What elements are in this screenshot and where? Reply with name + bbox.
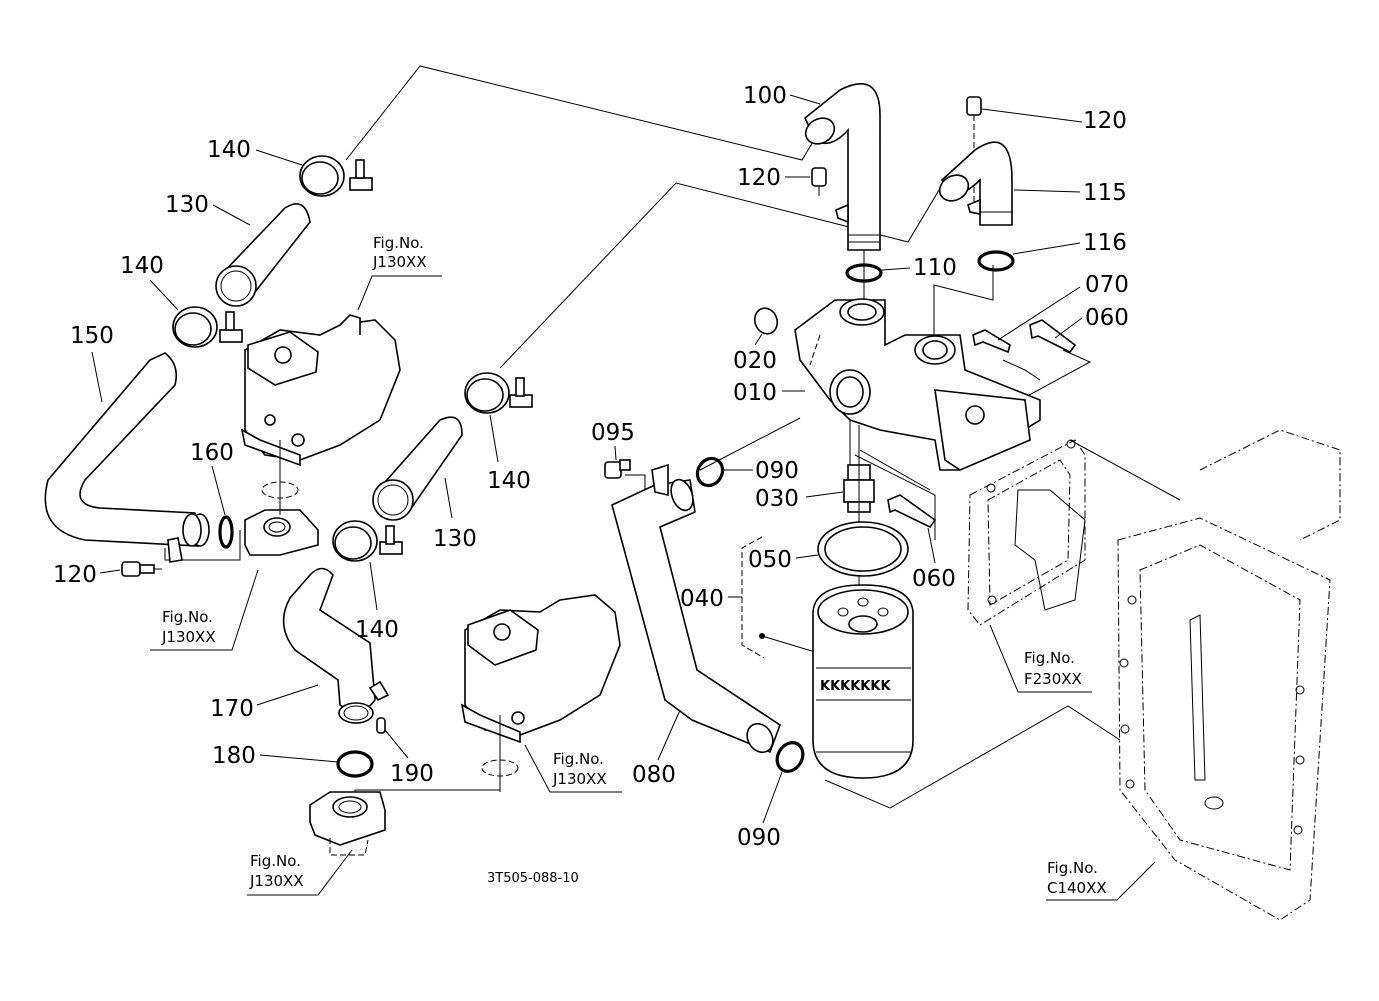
label-100[interactable]: 100: [743, 83, 787, 109]
part-090-o-ring-lower[interactable]: [772, 738, 808, 776]
label-010[interactable]: 010: [733, 380, 777, 406]
label-170[interactable]: 170: [210, 696, 254, 722]
svg-text:F230XX: F230XX: [1024, 670, 1082, 688]
label-060-upper[interactable]: 060: [1085, 305, 1129, 331]
fig-ref-j130-bottom[interactable]: Fig.No. J130XX: [247, 849, 353, 896]
label-060-lower[interactable]: 060: [912, 566, 956, 592]
part-010-valve-body[interactable]: [794, 298, 1041, 471]
fig-ref-j130-mid[interactable]: Fig.No. J130XX: [524, 744, 622, 793]
svg-text:Fig.No.: Fig.No.: [1024, 649, 1075, 667]
fig-ref-j130-top[interactable]: Fig.No. J130XX: [357, 234, 442, 311]
label-130-lower[interactable]: 130: [433, 526, 477, 552]
label-140-right[interactable]: 140: [487, 468, 531, 494]
part-120-plug-upper[interactable]: [811, 167, 827, 196]
svg-text:C140XX: C140XX: [1047, 879, 1107, 897]
part-130-hose-upper[interactable]: [215, 203, 311, 307]
oil-filter[interactable]: KKKKKKK: [812, 584, 914, 779]
label-190[interactable]: 190: [390, 761, 434, 787]
label-020[interactable]: 020: [733, 348, 777, 374]
part-140-clamp-right[interactable]: [464, 372, 533, 414]
svg-text:Fig.No.: Fig.No.: [162, 608, 213, 626]
label-050[interactable]: 050: [748, 547, 792, 573]
part-060-bolt-lower[interactable]: [887, 494, 937, 529]
label-090-lower[interactable]: 090: [737, 825, 781, 851]
svg-text:J130XX: J130XX: [161, 628, 216, 646]
housing-c140: [1117, 429, 1341, 921]
part-115-elbow[interactable]: [935, 141, 1013, 226]
label-110[interactable]: 110: [913, 255, 957, 281]
drawing-code: 3T505-088-10: [487, 871, 579, 886]
label-070[interactable]: 070: [1085, 272, 1129, 298]
svg-text:J130XX: J130XX: [249, 872, 304, 890]
part-040-group-bracket: [741, 536, 765, 659]
label-090-upper[interactable]: 090: [755, 458, 799, 484]
part-060-bolt-upper[interactable]: [1029, 319, 1077, 354]
housing-f230: [967, 439, 1086, 626]
part-020-plug[interactable]: [751, 305, 781, 337]
label-140-left[interactable]: 140: [120, 253, 164, 279]
hydraulic-pump-upper: [240, 314, 401, 515]
label-120-upper[interactable]: 120: [737, 165, 781, 191]
part-160-o-ring[interactable]: [218, 515, 234, 549]
flange-bottom: [309, 791, 386, 856]
label-080[interactable]: 080: [632, 762, 676, 788]
flange-left: [244, 509, 319, 556]
part-140-clamp-middle[interactable]: [332, 520, 403, 562]
svg-text:Fig.No.: Fig.No.: [553, 750, 604, 768]
part-180-o-ring[interactable]: [336, 750, 374, 778]
part-090-o-ring-upper[interactable]: [693, 454, 728, 490]
part-116-o-ring[interactable]: [977, 250, 1015, 272]
part-130-hose-lower[interactable]: [372, 416, 463, 521]
fig-ref-c140[interactable]: Fig.No. C140XX: [1046, 859, 1156, 901]
label-116[interactable]: 116: [1083, 230, 1127, 256]
svg-text:J130XX: J130XX: [552, 770, 607, 788]
label-030[interactable]: 030: [755, 486, 799, 512]
label-095[interactable]: 095: [591, 420, 635, 446]
label-140-middle[interactable]: 140: [355, 617, 399, 643]
hydraulic-pump-lower: [460, 594, 621, 792]
part-080-pipe[interactable]: [611, 463, 781, 757]
part-100-elbow-pipe[interactable]: [801, 83, 881, 251]
svg-text:Fig.No.: Fig.No.: [373, 234, 424, 252]
label-120-left[interactable]: 120: [53, 562, 97, 588]
label-160[interactable]: 160: [190, 440, 234, 466]
label-115[interactable]: 115: [1083, 180, 1127, 206]
label-130-upper[interactable]: 130: [165, 192, 209, 218]
part-140-clamp-top[interactable]: [299, 155, 373, 197]
label-120-top-right[interactable]: 120: [1083, 108, 1127, 134]
part-095-bolt[interactable]: [604, 459, 631, 479]
part-050-gasket[interactable]: [817, 521, 909, 577]
svg-text:Fig.No.: Fig.No.: [1047, 859, 1098, 877]
figure-refs: Fig.No. J130XX Fig.No. J130XX Fig.No. J1…: [150, 234, 1156, 901]
label-150[interactable]: 150: [70, 323, 114, 349]
svg-text:J130XX: J130XX: [372, 253, 427, 271]
part-190-bolt[interactable]: [376, 717, 386, 734]
part-170-hose[interactable]: [282, 567, 390, 724]
part-140-clamp-left[interactable]: [172, 306, 243, 348]
label-140-top[interactable]: 140: [207, 137, 251, 163]
part-120-bolt-left[interactable]: [121, 561, 162, 577]
label-180[interactable]: 180: [212, 743, 256, 769]
part-labels: 100 120 120 115 116 110 070 060 020 010 …: [53, 83, 1129, 851]
fig-ref-j130-left[interactable]: Fig.No. J130XX: [150, 569, 259, 651]
part-150-hose[interactable]: [44, 352, 210, 563]
filter-brand-text: KKKKKKK: [820, 679, 891, 694]
svg-text:Fig.No.: Fig.No.: [250, 852, 301, 870]
part-070-bolt[interactable]: [972, 329, 1011, 354]
fig-ref-f230[interactable]: Fig.No. F230XX: [989, 624, 1092, 693]
label-040[interactable]: 040: [680, 586, 724, 612]
